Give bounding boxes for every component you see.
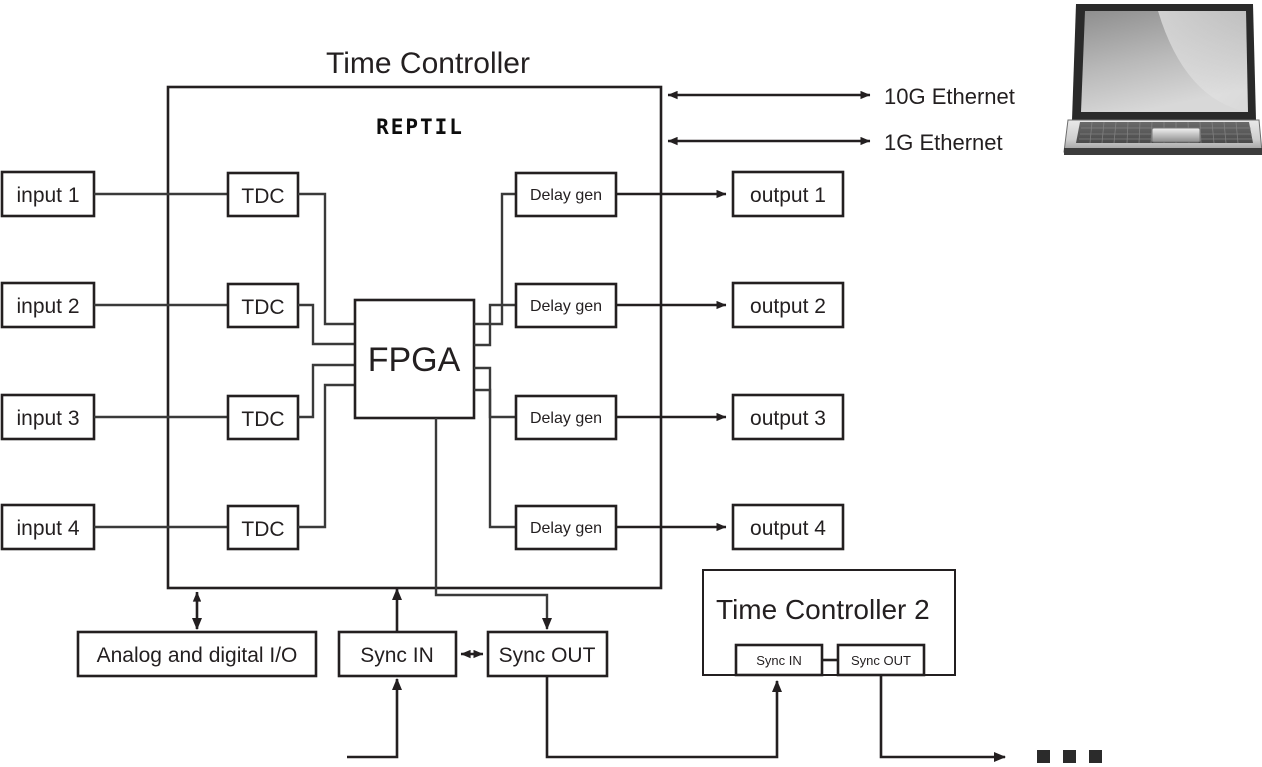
delay-gen-label-2: Delay gen (530, 298, 602, 315)
output-boxes: output 1 output 2 output 3 output 4 (731, 170, 845, 551)
delay-gen-box-3[interactable] (514, 394, 618, 441)
external-sync-in-feed (347, 678, 402, 759)
analog-digital-io-label: Analog and digital I/O (97, 644, 298, 667)
delay-gen-label-4: Delay gen (530, 520, 602, 537)
time-controller-chassis (166, 85, 663, 590)
input-label-4: input 4 (16, 517, 79, 540)
analog-digital-io-box[interactable] (76, 630, 318, 678)
fpga-label: FPGA (368, 341, 461, 379)
tc2-sync-in-box[interactable] (734, 643, 824, 677)
input-boxes: input 1 input 2 input 3 input 4 (0, 170, 96, 551)
input-label-3: input 3 (16, 407, 79, 430)
output-box-3[interactable] (731, 393, 845, 441)
input-box-1[interactable] (0, 170, 96, 218)
page-title: Time Controller (326, 47, 530, 80)
output-box-2[interactable] (731, 281, 845, 329)
input-box-4[interactable] (0, 503, 96, 551)
tdc-label-1: TDC (241, 185, 284, 208)
tc2-sync-out-box[interactable] (836, 643, 926, 677)
tdc-label-4: TDC (241, 518, 284, 541)
tdc-box-1[interactable] (226, 171, 300, 218)
output-label-3: output 3 (750, 407, 826, 430)
tdc-label-3: TDC (241, 408, 284, 431)
sync-in-label: Sync IN (360, 644, 434, 667)
output-label-1: output 1 (750, 184, 826, 207)
fpga-to-sync-out-wire (434, 418, 552, 630)
tc2-sync-out-label: Sync OUT (851, 653, 911, 668)
delay-gen-box-1[interactable] (514, 171, 618, 218)
input-box-2[interactable] (0, 281, 96, 329)
ethernet-1g-label: 1G Ethernet (884, 130, 1003, 155)
fpga-box[interactable] (353, 298, 476, 420)
tdc-box-3[interactable] (226, 394, 300, 441)
output-box-4[interactable] (731, 503, 845, 551)
delay-gen-boxes: Delay gen Delay gen Delay gen Delay gen (514, 171, 618, 551)
fpga-to-delaygen-wires (474, 192, 516, 529)
delaygen-to-output-wires (616, 189, 727, 532)
tdc-boxes: TDC TDC TDC TDC (226, 171, 300, 551)
output-label-4: output 4 (750, 517, 826, 540)
time-controller-2-title: Time Controller 2 (716, 594, 930, 625)
tdc-label-2: TDC (241, 296, 284, 319)
tdc-to-fpga-wires (298, 192, 355, 529)
input-to-tdc-wires (94, 192, 228, 529)
output-box-1[interactable] (731, 170, 845, 218)
delay-gen-label-1: Delay gen (530, 187, 602, 204)
tdc-box-2[interactable] (226, 282, 300, 329)
sync-out-to-tc2-wire (545, 676, 782, 759)
laptop-illustration (1063, 4, 1262, 155)
brand-logo: REPTIL (376, 115, 464, 139)
sync-out-label: Sync OUT (499, 644, 596, 667)
ethernet-links: 10G Ethernet 1G Ethernet (667, 84, 1015, 155)
delay-gen-box-2[interactable] (514, 282, 618, 329)
tc2-sync-in-label: Sync IN (756, 653, 802, 668)
delay-gen-label-3: Delay gen (530, 410, 602, 427)
tc2-to-continuation-wire (879, 676, 1006, 762)
input-label-2: input 2 (16, 295, 79, 318)
sync-in-box[interactable] (337, 630, 458, 678)
output-label-2: output 2 (750, 295, 826, 318)
delay-gen-box-4[interactable] (514, 504, 618, 551)
input-label-1: input 1 (16, 184, 79, 207)
tdc-box-4[interactable] (226, 504, 300, 551)
ethernet-10g-label: 10G Ethernet (884, 84, 1015, 109)
continuation-dots (1037, 750, 1102, 763)
